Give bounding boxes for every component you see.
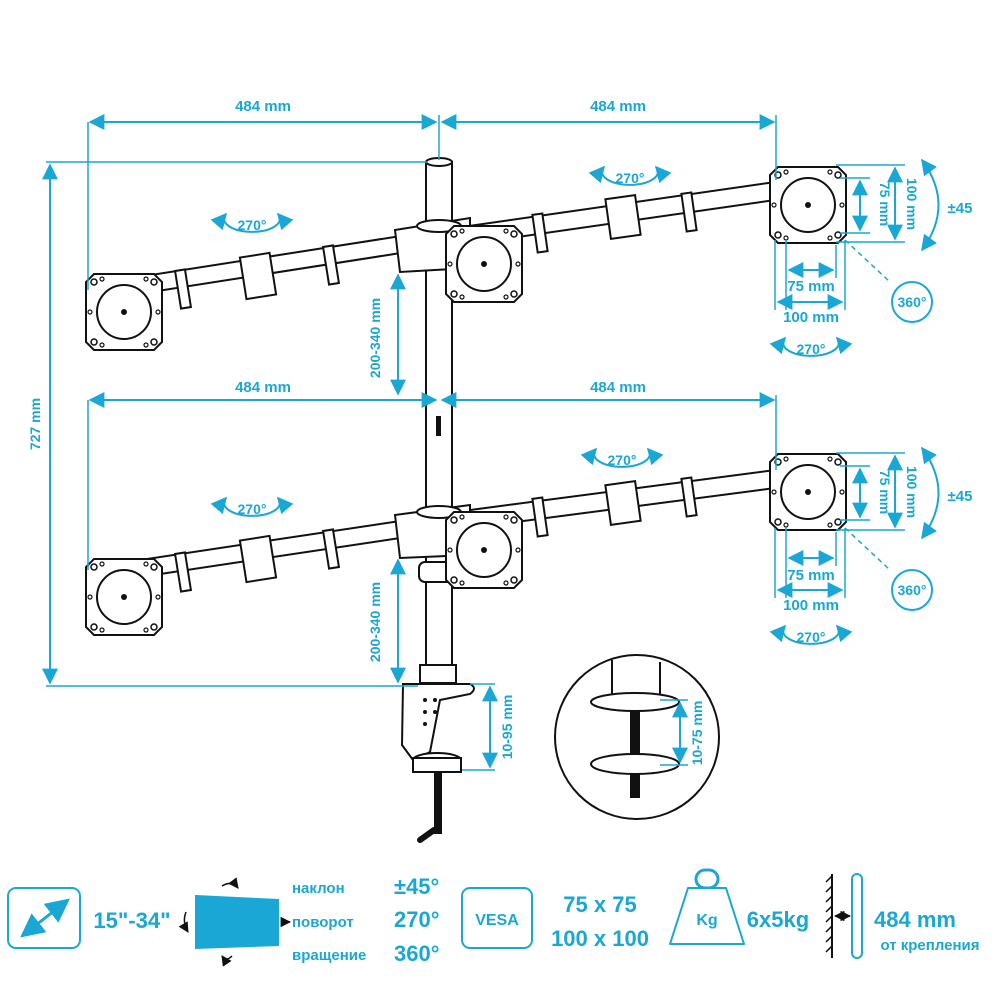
weight-badge-text: Kg <box>696 912 717 929</box>
grommet-range-dimension: 10-75 mm <box>660 699 705 766</box>
top-left-width-label: 484 mm <box>235 98 291 115</box>
plate-rotation-top-label: 270° <box>797 341 826 357</box>
vesa-badge-icon <box>461 887 533 949</box>
plate-rotation-bottom-label: 270° <box>797 629 826 645</box>
screen-size-value: 15"-34" <box>93 908 170 933</box>
vesa-small-value: 75 x 75 <box>563 892 636 917</box>
reach-value: 484 mm <box>874 907 956 932</box>
wall-reach-icon <box>825 873 863 959</box>
top-dimensions: 484 mm 484 mm <box>87 98 777 290</box>
tilt-bottom-label: ±45 <box>948 488 973 505</box>
arm-spacing-dimensions: 200-340 mm 200-340 mm <box>367 273 406 684</box>
vesa-outer-h-top: 100 mm <box>783 309 839 326</box>
tilt-spec-value: ±45° <box>394 874 439 899</box>
bottom-left-arm-rotation: 270° <box>238 501 267 517</box>
bottom-dimensions: 484 mm 484 mm <box>87 379 777 570</box>
top-arm-assembly <box>85 166 847 351</box>
vesa-badge-text: VESA <box>475 912 519 929</box>
vesa-outer-h-bottom: 100 mm <box>783 597 839 614</box>
total-height-label: 727 mm <box>27 398 43 450</box>
swivel-spec-value: 270° <box>394 907 440 932</box>
vesa-large-value: 100 x 100 <box>551 926 649 951</box>
weight-value: 6x5kg <box>747 907 809 932</box>
desk-clamp <box>400 683 475 843</box>
rotation-spec-value: 360° <box>394 941 440 966</box>
clamp-range-label: 10-95 mm <box>499 695 515 760</box>
clamp-range-dimension: 10-95 mm <box>462 683 515 771</box>
vesa-inner-v-top: 75 mm <box>877 182 893 226</box>
bottom-right-width-label: 484 mm <box>590 379 646 396</box>
spin-top-label: 360° <box>898 294 927 310</box>
vesa-outer-v-top: 100 mm <box>904 178 920 230</box>
spec-strip: 15"-34" наклон поворот вращение ±45° 270… <box>7 868 980 967</box>
rotation-spec-label: вращение <box>292 947 366 964</box>
arm-rotation-indicators: 270° 270° 270° 270° <box>224 167 658 517</box>
vesa-inner-v-bottom: 75 mm <box>877 470 893 514</box>
monitor-movement-icon <box>178 877 292 967</box>
top-left-arm-rotation: 270° <box>238 217 267 233</box>
reach-label: от крепления <box>880 937 979 954</box>
bottom-right-arm-rotation: 270° <box>608 452 637 468</box>
grommet-range-label: 10-75 mm <box>689 701 705 766</box>
top-right-arm-rotation: 270° <box>616 170 645 186</box>
upper-spacing-label: 200-340 mm <box>367 298 383 378</box>
vesa-outer-v-bottom: 100 mm <box>904 466 920 518</box>
vesa-dimensions-top: 75 mm 100 mm 75 mm 100 mm ±45 360° 270° <box>774 158 973 357</box>
vesa-inner-h-bottom: 75 mm <box>787 567 835 584</box>
bottom-arm-assembly <box>85 453 847 636</box>
lower-spacing-label: 200-340 mm <box>367 582 383 662</box>
swivel-spec-label: поворот <box>292 914 354 931</box>
tilt-spec-label: наклон <box>292 880 345 897</box>
bottom-left-width-label: 484 mm <box>235 379 291 396</box>
top-right-width-label: 484 mm <box>590 98 646 115</box>
vesa-dimensions-bottom: 75 mm 100 mm 75 mm 100 mm ±45 360° 270° <box>774 446 973 645</box>
total-height-dimension: 727 mm <box>27 161 428 687</box>
tilt-top-label: ±45 <box>948 200 973 217</box>
vesa-inner-h-top: 75 mm <box>787 278 835 295</box>
spin-bottom-label: 360° <box>898 582 927 598</box>
grommet-inset <box>554 654 720 820</box>
weight-icon <box>669 868 745 945</box>
